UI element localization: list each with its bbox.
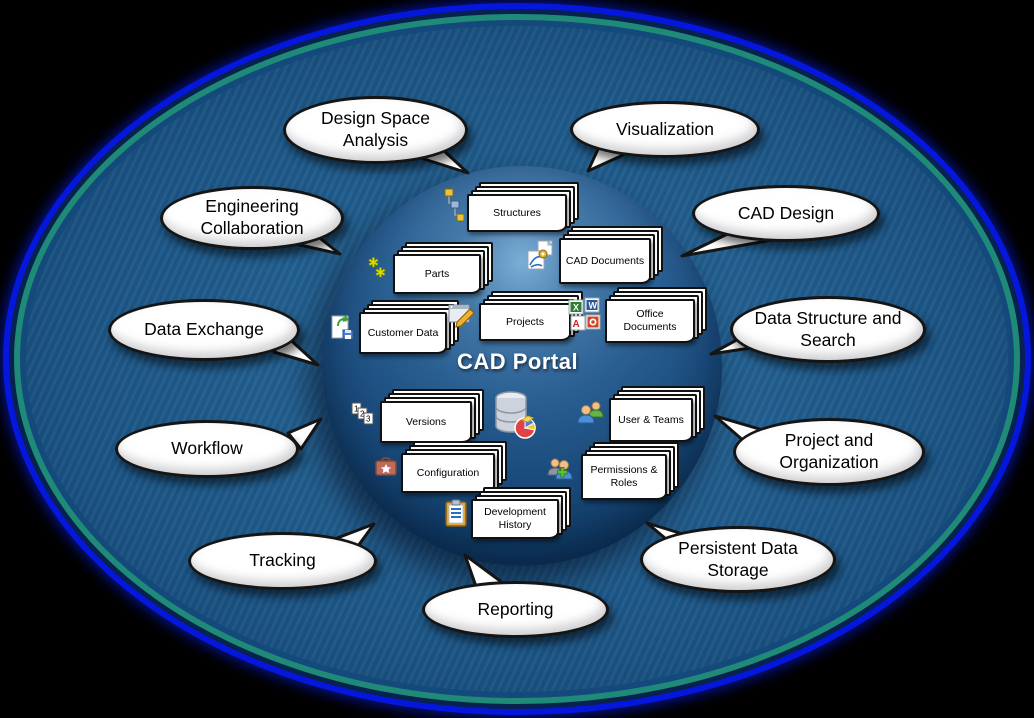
svg-text:A: A [573, 319, 580, 330]
bubble-engineering-collaboration: Engineering Collaboration [160, 186, 344, 250]
stack-label: Versions [380, 401, 472, 443]
stack-label: Structures [467, 194, 567, 232]
stack-label: Customer Data [359, 312, 447, 354]
bubble-project-and-organization: Project and Organization [733, 418, 925, 486]
bubble-label: CAD Design [737, 202, 835, 223]
stack-office-documents: X W A Office Documents [568, 287, 707, 343]
bubble-label: Visualization [616, 118, 714, 139]
svg-text:3: 3 [366, 415, 371, 424]
document-export-icon [330, 312, 356, 342]
svg-text:✱: ✱ [375, 265, 386, 280]
stack-label: Parts [393, 254, 481, 294]
page-title: CAD Portal [456, 349, 579, 374]
bubble-label: Workflow [171, 438, 243, 459]
stack-structures: Structures [444, 182, 579, 232]
stack-versions: 1 2 3 Versions [351, 389, 484, 443]
gears-icon: ✱ ✱ [366, 255, 390, 281]
bubble-visualization: Visualization [570, 101, 760, 158]
numbered-pages-icon: 1 2 3 [351, 402, 377, 430]
bubble-label: Data Exchange [144, 319, 264, 340]
bubble-data-structure-and-search: Data Structure and Search [730, 296, 926, 363]
bubble-cad-design: CAD Design [692, 185, 880, 242]
svg-text:X: X [573, 303, 579, 313]
stack-label: Office Documents [605, 299, 695, 343]
stack-label: Development History [471, 499, 559, 539]
stack-label: User & Teams [609, 398, 693, 442]
bubble-label: Design Space Analysis [321, 108, 430, 150]
svg-text:1: 1 [354, 405, 359, 414]
users-icon [576, 399, 606, 429]
stack-label: CAD Documents [559, 238, 651, 284]
stack-cad-documents: CAD Documents [526, 226, 663, 284]
svg-text:✱: ✱ [368, 255, 379, 270]
bubble-tracking: Tracking [188, 532, 377, 590]
window-edit-icon [448, 303, 476, 329]
bubble-label: Persistent Data Storage [678, 537, 798, 580]
svg-text:W: W [589, 301, 598, 311]
stack-configuration: Configuration [374, 441, 507, 493]
stack-label: Permissions & Roles [581, 454, 667, 500]
users-add-icon [546, 455, 578, 487]
bubble-label: Engineering Collaboration [200, 196, 304, 238]
bubble-label: Data Structure and Search [754, 307, 902, 350]
cad-drawing-icon [526, 239, 556, 271]
bubble-persistent-data-storage: Persistent Data Storage [640, 526, 836, 593]
bubble-label: Reporting [477, 598, 554, 619]
bubble-data-exchange: Data Exchange [108, 299, 300, 361]
stack-permissions-roles: Permissions & Roles [546, 442, 679, 500]
clipboard-icon [444, 499, 468, 527]
database-piechart-icon [492, 390, 538, 440]
stack-label: Configuration [401, 453, 495, 493]
bubble-label: Tracking [249, 550, 316, 571]
stack-projects: Projects [448, 291, 583, 341]
bubble-workflow: Workflow [115, 420, 299, 478]
stack-customer-data: Customer Data [330, 300, 459, 354]
bubble-reporting: Reporting [422, 581, 609, 638]
assembly-tree-icon [444, 188, 465, 226]
office-files-icon: X W A [568, 297, 602, 333]
bubble-design-space-analysis: Design Space Analysis [283, 96, 468, 164]
stack-user-teams: User & Teams [576, 386, 705, 442]
stack-parts: ✱ ✱ Parts [366, 242, 493, 294]
stack-development-history: Development History [444, 487, 571, 539]
svg-text:2: 2 [360, 410, 365, 419]
stack-label: Projects [479, 303, 571, 341]
toolbox-icon [374, 455, 398, 479]
bubble-label: Project and Organization [779, 430, 879, 472]
